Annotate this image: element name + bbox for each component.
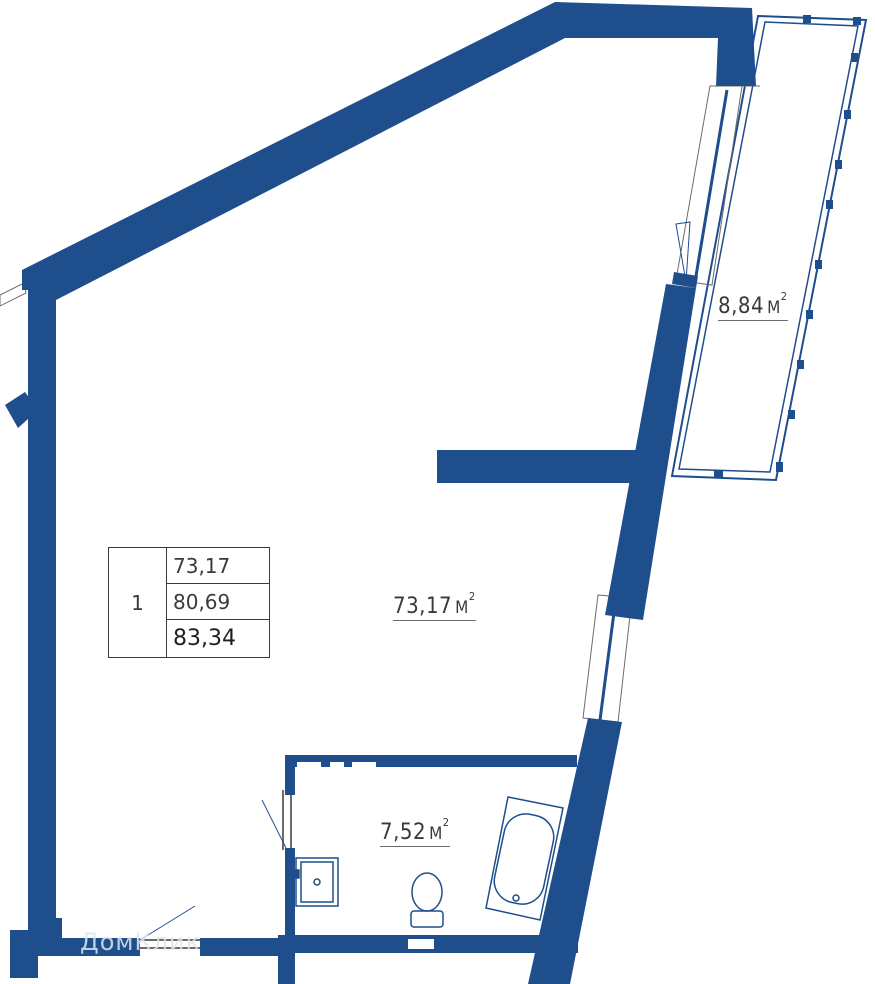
toilet [410, 872, 444, 928]
total-area: 80,69 [167, 584, 269, 620]
area-unit-power: 2 [442, 816, 450, 829]
area-unit-power: 2 [780, 290, 788, 303]
total-with-balcony: 83,34 [173, 625, 236, 651]
bathtub [485, 796, 564, 921]
area-unit: М [429, 824, 443, 844]
wall-details [297, 762, 434, 976]
sink [292, 857, 339, 907]
watermark: ДомКлик [80, 928, 202, 956]
living-area: 73,17 [167, 548, 269, 584]
area-unit: М [767, 298, 781, 318]
bathroom-area: 7,52 [380, 820, 427, 845]
main-room-area: 73,17 [393, 594, 453, 619]
balcony-area: 8,84 [718, 294, 765, 319]
doors [139, 221, 691, 941]
area-summary-table: 1 73,17 80,69 83,34 [108, 547, 270, 658]
walls [5, 2, 756, 984]
rooms-count: 1 [109, 548, 167, 657]
area-unit-power: 2 [468, 590, 476, 603]
balcony-posts [714, 15, 861, 478]
area-unit: М [455, 598, 469, 618]
